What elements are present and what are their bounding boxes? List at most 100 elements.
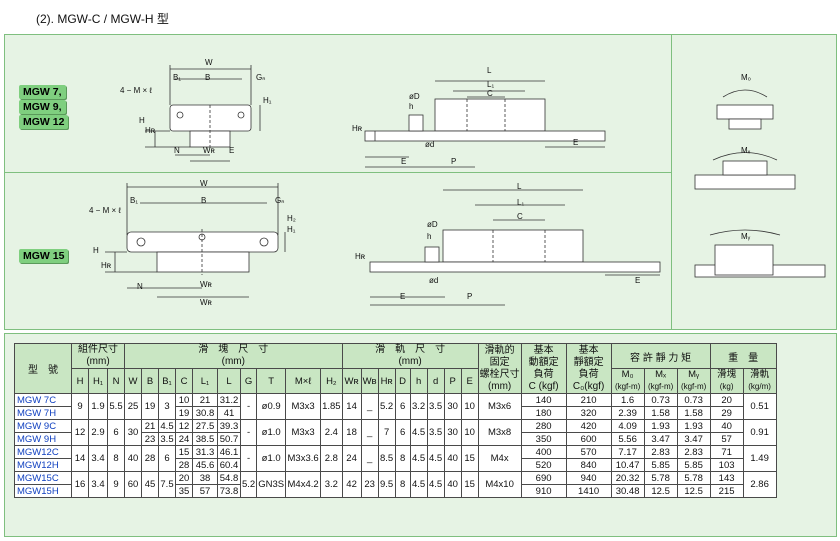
table-cell: 0.73	[643, 393, 678, 407]
dim-WR-large: Wʀ	[200, 280, 212, 289]
table-cell: 30	[443, 393, 462, 420]
table-cell: 45	[141, 471, 159, 498]
label-MX: Mₓ	[741, 146, 751, 155]
dim-L1-side-large: L₁	[517, 198, 525, 207]
dim-oD-side-small: øD	[409, 92, 420, 101]
table-cell: 3.5	[426, 393, 445, 420]
table-cell: 0.51	[742, 393, 777, 420]
table-cell: M4x10	[477, 471, 522, 498]
table-cell: 2.83	[676, 445, 711, 459]
table-cell: 8.5	[377, 445, 396, 472]
table-cell: _	[360, 445, 379, 472]
table-cell: 15	[460, 471, 479, 498]
dim-oD-side-large: øD	[427, 220, 438, 229]
table-cell: 21	[141, 419, 159, 433]
table-cell: 180	[520, 406, 567, 420]
table-cell: 24	[175, 432, 193, 446]
table-cell: 31.3	[192, 445, 218, 459]
table-cell: 420	[565, 419, 612, 433]
table-cell: 350	[520, 432, 567, 446]
table-cell: 940	[565, 471, 612, 485]
table-cell: 5.2	[377, 393, 396, 420]
dim-H1-small: H₁	[263, 96, 272, 105]
table-cell: 21	[192, 393, 218, 407]
table-cell: 25	[124, 393, 142, 420]
table-cell: 20	[709, 393, 744, 407]
table-cell: 23	[360, 471, 379, 498]
subheader-cell: G	[239, 368, 258, 394]
spec-table-panel: 型 號組件尺寸(mm)滑 塊 尺 寸(mm)滑 軌 尺 寸(mm)滑軌的固定螺栓…	[4, 333, 837, 537]
table-cell: 38	[192, 471, 218, 485]
table-cell: 5.5	[107, 393, 125, 420]
dim-Gn-large: Gₙ	[275, 196, 285, 205]
table-cell: 29	[709, 406, 744, 420]
table-cell: 103	[709, 458, 744, 472]
table-cell: 23	[141, 432, 159, 446]
dim-HR-side-small: Hʀ	[352, 124, 363, 133]
table-cell: 6	[394, 393, 411, 420]
table-cell: M3x3	[285, 419, 322, 446]
subheader-moment: M₀(kgf-m)	[610, 368, 645, 394]
table-cell: 840	[565, 458, 612, 472]
subheader-cell: d	[426, 368, 445, 394]
table-cell: 20.32	[610, 471, 645, 485]
table-cell: 60	[124, 471, 142, 498]
header-assembly: 組件尺寸(mm)	[71, 343, 125, 369]
table-cell: 60.4	[217, 458, 241, 472]
table-cell: 7	[377, 419, 396, 446]
table-cell: 0.91	[742, 419, 777, 446]
table-cell: 5.85	[676, 458, 711, 472]
table-cell: 4.5	[409, 419, 428, 446]
table-cell: 57	[709, 432, 744, 446]
technical-drawings	[105, 65, 826, 306]
panel-divider-vertical	[671, 35, 672, 329]
table-cell: 27.5	[192, 419, 218, 433]
table-cell: 5.56	[610, 432, 645, 446]
table-cell: 10	[175, 393, 193, 407]
table-cell: 12.5	[643, 484, 678, 498]
dim-HR-side-large: Hʀ	[355, 252, 366, 261]
front-view-small	[145, 65, 261, 162]
table-cell: 8	[107, 445, 125, 472]
table-cell: 3	[158, 393, 176, 420]
table-cell: _	[360, 393, 379, 420]
dim-B-small: B	[205, 73, 211, 82]
table-cell: 2.83	[643, 445, 678, 459]
header-moment: 容 許 靜 力 矩	[610, 343, 711, 369]
table-cell: 1.58	[676, 406, 711, 420]
model-cell: MGW 7C	[14, 393, 72, 407]
label-M0: M₀	[741, 73, 751, 82]
subheader-weight: 滑塊(kg)	[709, 368, 744, 394]
table-cell: 2.8	[320, 445, 343, 472]
subheader-moment: Mₓ(kgf-m)	[643, 368, 678, 394]
subheader-cell: L₁	[192, 368, 218, 394]
table-cell: 30.8	[192, 406, 218, 420]
dim-H1-large: H₁	[287, 225, 296, 234]
table-cell: 20	[175, 471, 193, 485]
dim-HR-small: Hʀ	[145, 126, 156, 135]
dim-WR-small: Wʀ	[203, 146, 215, 155]
page-heading: (2). MGW-C / MGW-H 型	[36, 12, 169, 26]
table-cell: 24	[341, 445, 362, 472]
header-block: 滑 塊 尺 寸(mm)	[124, 343, 343, 369]
header-rail: 滑 軌 尺 寸(mm)	[341, 343, 479, 369]
table-cell: 1.58	[643, 406, 678, 420]
table-cell: 19	[141, 393, 159, 420]
subheader-moment: Mᵧ(kgf-m)	[676, 368, 711, 394]
subheader-cell: h	[409, 368, 428, 394]
table-cell: 40	[443, 471, 462, 498]
model-cell: MGW 9C	[14, 419, 72, 433]
table-cell: 35	[175, 484, 193, 498]
subheader-cell: D	[394, 368, 411, 394]
table-cell: 280	[520, 419, 567, 433]
subheader-cell: H₂	[320, 368, 343, 394]
subheader-cell: B₁	[158, 368, 176, 394]
dim-E-side-small: E	[401, 157, 407, 166]
dim-HR-large: Hʀ	[101, 261, 112, 270]
table-cell: 400	[520, 445, 567, 459]
dim-E-side-large: E	[400, 292, 406, 301]
table-cell: 10	[460, 419, 479, 446]
